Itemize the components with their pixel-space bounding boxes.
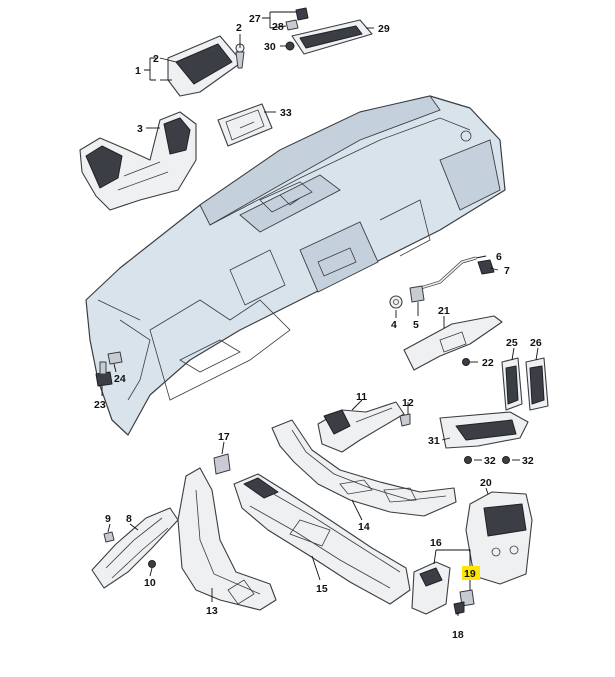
callout-6: 6: [496, 251, 502, 263]
part-23-sensor: [95, 361, 113, 387]
dashboard-panel: [85, 95, 506, 436]
callout-labels: 1 2 2 3 33 27 28 30 29 6 7 4 5 21 22 24 …: [94, 13, 542, 641]
part-14-floor-duct: [271, 419, 457, 517]
part-12-screw: [399, 413, 411, 427]
callout-16: 16: [430, 537, 442, 549]
callout-12: 12: [402, 397, 414, 409]
callout-10: 10: [144, 577, 156, 589]
callout-17: 17: [218, 431, 230, 443]
callout-4: 4: [391, 319, 397, 331]
part-28-clip: [285, 19, 299, 31]
part-33-bracket: [217, 103, 273, 147]
part-3-side-vent-duct: [79, 111, 197, 211]
callout-33: 33: [280, 107, 292, 119]
callout-2-upper: 2: [153, 53, 159, 65]
callout-24: 24: [114, 373, 126, 385]
callout-13: 13: [206, 605, 218, 617]
callout-28: 28: [272, 21, 284, 33]
callout-19-highlight: [462, 566, 480, 580]
callout-15: 15: [316, 583, 328, 595]
callout-9: 9: [105, 513, 111, 525]
part-31-lower-trim: [439, 411, 529, 449]
callout-18: 18: [452, 629, 464, 641]
part-21-bracket: [403, 315, 503, 371]
part-18-screw: [453, 601, 465, 615]
part-5-nozzle: [409, 285, 425, 303]
part-26-vent-louver: [525, 357, 549, 411]
part-24-clip: [107, 351, 123, 365]
callout-32-right: 32: [522, 455, 534, 467]
part-8-rear-vent: [91, 507, 179, 589]
part-15-floor-duct: [233, 473, 411, 605]
part-13-vertical-duct: [177, 467, 277, 611]
part-29-trim-strip: [291, 19, 373, 55]
callout-32-left: 32: [484, 455, 496, 467]
part-25-vent-louver: [501, 357, 523, 411]
part-6-hose: [413, 256, 477, 292]
part-7-connector: [477, 259, 495, 275]
callout-23: 23: [94, 399, 106, 411]
callout-31: 31: [428, 435, 440, 447]
callout-30: 30: [264, 41, 276, 53]
part-27-clip: [295, 7, 309, 21]
callout-27: 27: [249, 13, 261, 25]
part-22-nut: [462, 358, 470, 366]
part-11-center-duct: [317, 401, 405, 453]
callout-11: 11: [356, 391, 367, 403]
leader-lines: [101, 11, 539, 616]
callout-5: 5: [413, 319, 419, 331]
part-32-nut-left: [464, 456, 472, 464]
callout-20: 20: [480, 477, 492, 489]
part-16-adapter: [411, 561, 451, 615]
part-30-nut: [285, 41, 295, 51]
part-32-nut-right: [502, 456, 510, 464]
part-20-rear-console-vent: [465, 491, 533, 585]
callout-29: 29: [378, 23, 390, 35]
callout-7: 7: [504, 265, 510, 277]
callout-2-top: 2: [236, 22, 242, 34]
callout-19: 19: [464, 568, 476, 580]
callout-25: 25: [506, 337, 518, 349]
part-9-clip: [103, 531, 115, 543]
part-4-grommet: [389, 295, 403, 309]
callout-21: 21: [438, 305, 450, 317]
callout-8: 8: [126, 513, 132, 525]
callout-26: 26: [530, 337, 542, 349]
callout-1: 1: [135, 65, 141, 77]
callout-14: 14: [358, 521, 370, 533]
part-17-block: [213, 453, 231, 475]
part-1-vent-housing: [167, 35, 243, 97]
part-10-screw: [148, 560, 156, 568]
callout-3: 3: [137, 123, 143, 135]
callout-22: 22: [482, 357, 494, 369]
